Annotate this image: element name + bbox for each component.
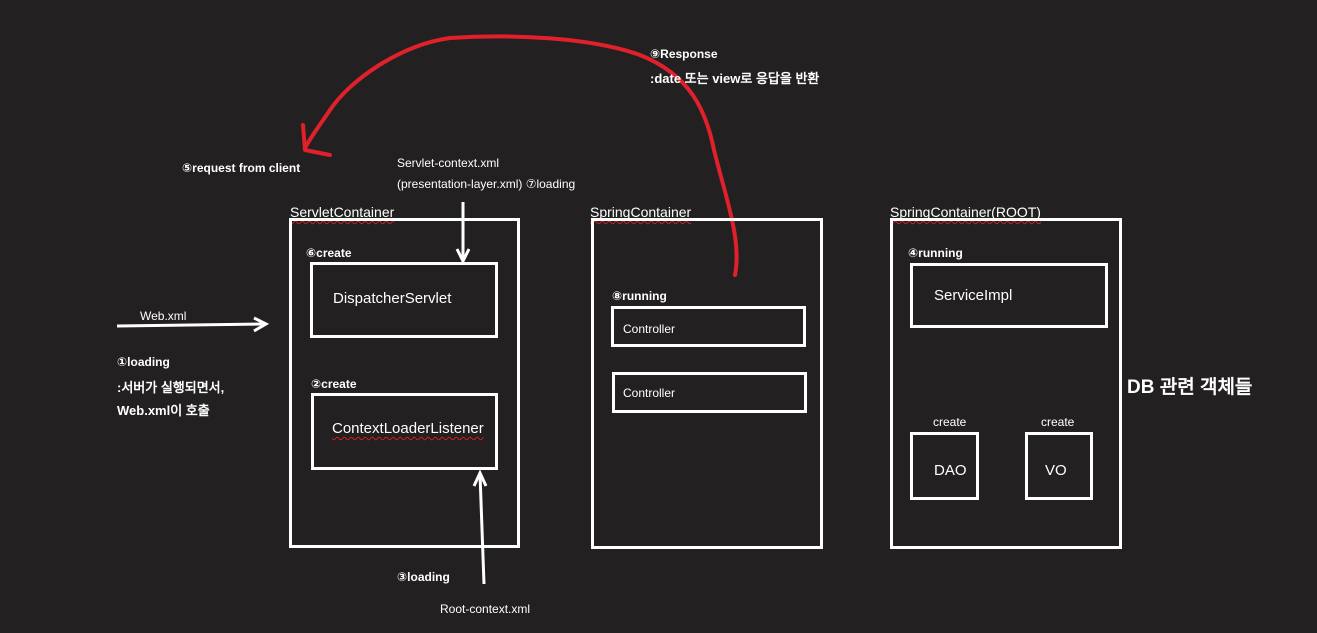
- response-9-label: ⑨Response: [650, 47, 718, 61]
- vo-create-label: create: [1041, 415, 1075, 429]
- dao-create-label: create: [933, 415, 967, 429]
- vo-box: [1025, 432, 1093, 500]
- spring-container-title: SpringContainer: [590, 204, 692, 220]
- servlet-context-arrow: [455, 202, 471, 265]
- create-2-label: ②create: [311, 377, 357, 391]
- loading-3-label: ③loading: [397, 570, 450, 584]
- spring-container-box: [591, 218, 823, 549]
- web-xml-label: Web.xml: [140, 309, 187, 323]
- servlet-container-box: [289, 218, 520, 548]
- running-8-label: ⑧running: [612, 289, 667, 303]
- servlet-container-title: ServletContainer: [290, 204, 395, 220]
- servlet-context-xml-label: Servlet-context.xml: [397, 156, 500, 170]
- controller-label-2: Controller: [623, 386, 676, 400]
- web-xml-arrow: [116, 316, 270, 333]
- create-6-label: ⑥create: [306, 246, 352, 260]
- dao-box: [910, 432, 979, 500]
- running-4-label: ④running: [908, 246, 963, 260]
- db-objects-label: DB 관련 객체들: [1127, 377, 1253, 398]
- service-impl-label: ServiceImpl: [934, 287, 1013, 304]
- dao-label: DAO: [934, 462, 967, 479]
- response-arrow: [301, 34, 739, 277]
- presentation-layer-label: (presentation-layer.xml) ⑦loading: [397, 177, 576, 191]
- context-loader-listener-box: [311, 393, 498, 470]
- loading-1-desc-line2: Web.xml이 호출: [117, 403, 210, 418]
- service-impl-box: [910, 263, 1108, 328]
- controller-box-1: [611, 306, 806, 347]
- root-context-arrow: [472, 469, 488, 585]
- response-9-desc: :date 또는 view로 응답을 반환: [650, 71, 820, 86]
- root-container-title: SpringContainer(ROOT): [890, 204, 1041, 220]
- vo-label: VO: [1045, 462, 1067, 479]
- loading-1-label: ①loading: [117, 355, 170, 369]
- dispatcher-servlet-label: DispatcherServlet: [333, 290, 452, 307]
- context-loader-listener-label: ContextLoaderListener: [332, 420, 484, 437]
- controller-label-1: Controller: [623, 322, 676, 336]
- loading-1-desc-line1: :서버가 실행되면서,: [117, 380, 225, 395]
- root-container-box: [890, 218, 1122, 549]
- request-5-label: ⑤request from client: [182, 161, 301, 175]
- controller-box-2: [612, 372, 807, 413]
- root-context-xml-label: Root-context.xml: [440, 602, 531, 616]
- dispatcher-servlet-box: [310, 262, 498, 338]
